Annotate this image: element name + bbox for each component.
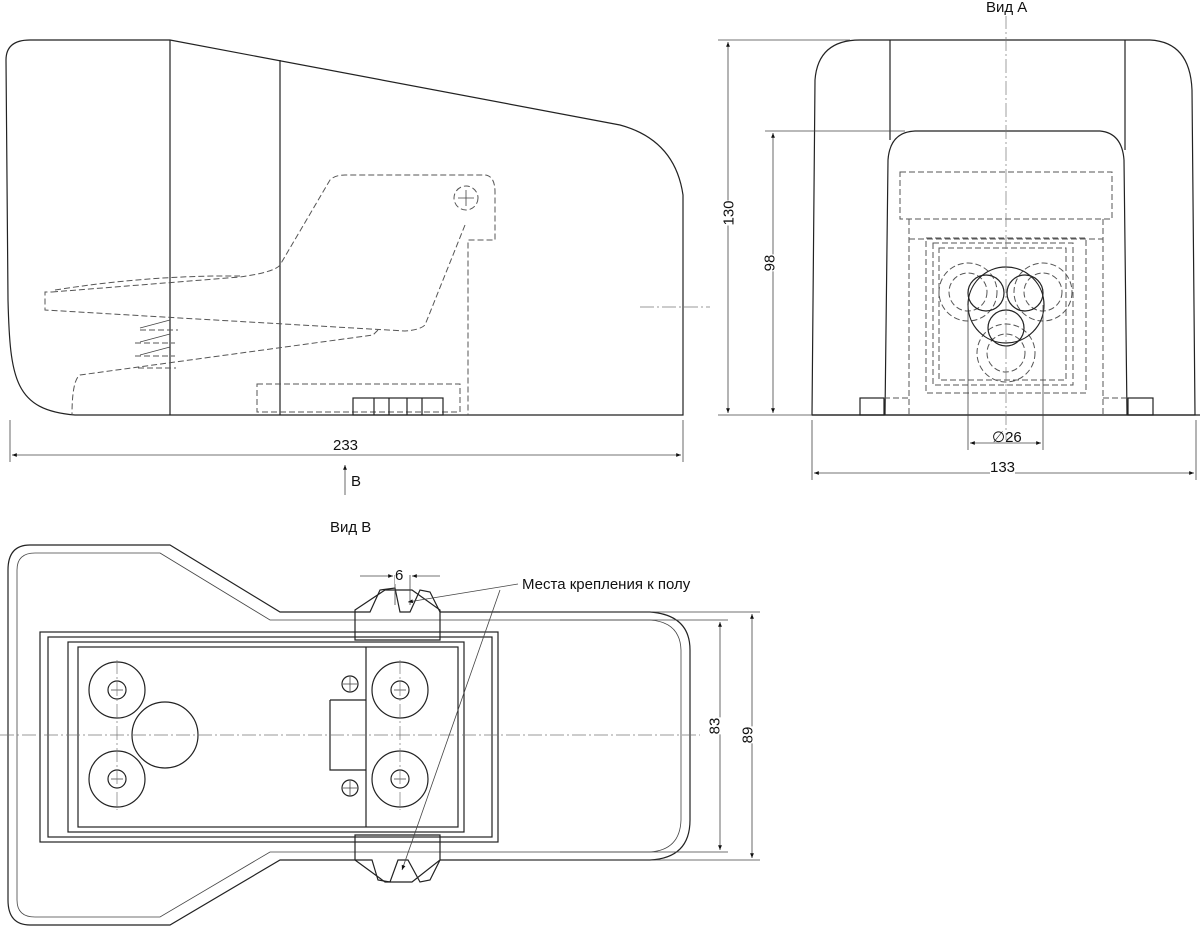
- view-b-arrow-label: В: [351, 473, 362, 490]
- diameter-dimension: ∅26: [992, 429, 1022, 446]
- bottom-view: [0, 544, 760, 926]
- inner-height-dimension: 98: [761, 254, 779, 272]
- mounting-callout: Места крепления к полу: [522, 576, 691, 593]
- width-dimension: 133: [990, 459, 1016, 476]
- length-dimension: 233: [333, 437, 359, 454]
- front-view-outline: [811, 39, 1196, 416]
- outer-width-dimension: 89: [739, 726, 757, 744]
- front-view: [718, 15, 1200, 480]
- side-view: [5, 39, 710, 495]
- slot-dimension: 6: [395, 567, 404, 584]
- height-dimension: 130: [720, 200, 738, 226]
- pedal-lever-hidden: [51, 174, 496, 415]
- front-view-title: Вид А: [986, 0, 1028, 16]
- side-view-outline: [5, 39, 684, 416]
- bottom-view-title: Вид В: [330, 519, 372, 536]
- inner-width-dimension: 83: [706, 717, 724, 735]
